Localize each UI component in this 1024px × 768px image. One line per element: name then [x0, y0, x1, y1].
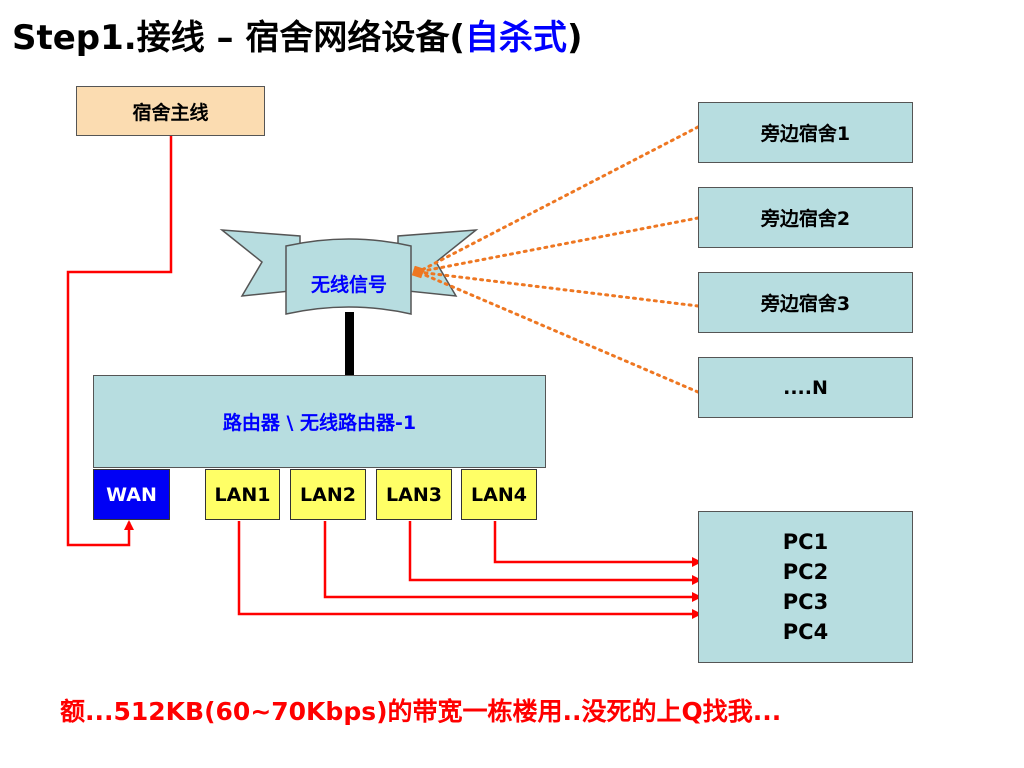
router-label: 路由器 \ 无线路由器-1 — [222, 412, 417, 434]
main-line-to-wan-wire — [66, 136, 173, 547]
lan-port-label: LAN1 — [214, 483, 271, 506]
lan3-port: LAN3 — [376, 469, 452, 520]
lan2-to-pc-wire — [323, 521, 702, 602]
neighbor-dorm-label: ....N — [783, 376, 828, 399]
dorm-main-line-box: 宿舍主线 — [76, 86, 265, 136]
neighbor-dorm-2-box: 旁边宿舍2 — [698, 187, 913, 248]
footer-note: 额...512KB(60~70Kbps)的带宽一栋楼用..没死的上Q找我... — [60, 697, 782, 726]
neighbor-dorm-3-box: 旁边宿舍3 — [698, 272, 913, 333]
wireless-banner-shape — [219, 229, 479, 315]
pcs-box: PC1 PC2 PC3 PC4 — [698, 511, 913, 663]
antenna-post — [345, 312, 354, 376]
neighbor-dorm-1-box: 旁边宿舍1 — [698, 102, 913, 163]
router-box: 路由器 \ 无线路由器-1 — [93, 375, 546, 468]
wireless-link-dorm1 — [411, 125, 700, 279]
pc-label: PC1 — [782, 530, 829, 554]
title-accent: 自杀式 — [464, 18, 567, 58]
page-title: Step1.接线 – 宿舍网络设备(自杀式) — [12, 10, 582, 59]
lan4-to-pc-wire — [493, 521, 702, 567]
lan-port-label: LAN4 — [471, 483, 527, 506]
title-prefix: Step1.接线 – 宿舍网络设备( — [12, 18, 465, 58]
lan4-port: LAN4 — [461, 469, 537, 520]
pc-label: PC2 — [782, 560, 829, 584]
neighbor-dorm-n-box: ....N — [698, 357, 913, 418]
lan1-to-pc-wire — [237, 521, 702, 619]
neighbor-dorm-label: 旁边宿舍1 — [760, 123, 851, 145]
title-suffix: ) — [566, 18, 583, 58]
neighbor-dorm-label: 旁边宿舍2 — [760, 208, 851, 230]
wireless-link-dorm3 — [416, 270, 700, 308]
lan1-port: LAN1 — [205, 469, 280, 520]
pc-label: PC3 — [782, 590, 829, 614]
neighbor-dorm-label: 旁边宿舍3 — [760, 293, 851, 315]
dorm-main-line-label: 宿舍主线 — [132, 101, 209, 124]
pc-label: PC4 — [782, 620, 829, 644]
wireless-link-dormN — [416, 270, 700, 394]
lan-port-label: LAN2 — [300, 483, 356, 506]
lan3-to-pc-wire — [408, 521, 702, 585]
lan2-port: LAN2 — [290, 469, 366, 520]
lan-port-label: LAN3 — [386, 483, 442, 506]
wireless-link-dorm2 — [416, 216, 700, 274]
wan-port: WAN — [93, 469, 170, 520]
wireless-signal-label: 无线信号 — [310, 273, 387, 296]
wan-port-label: WAN — [106, 483, 157, 506]
